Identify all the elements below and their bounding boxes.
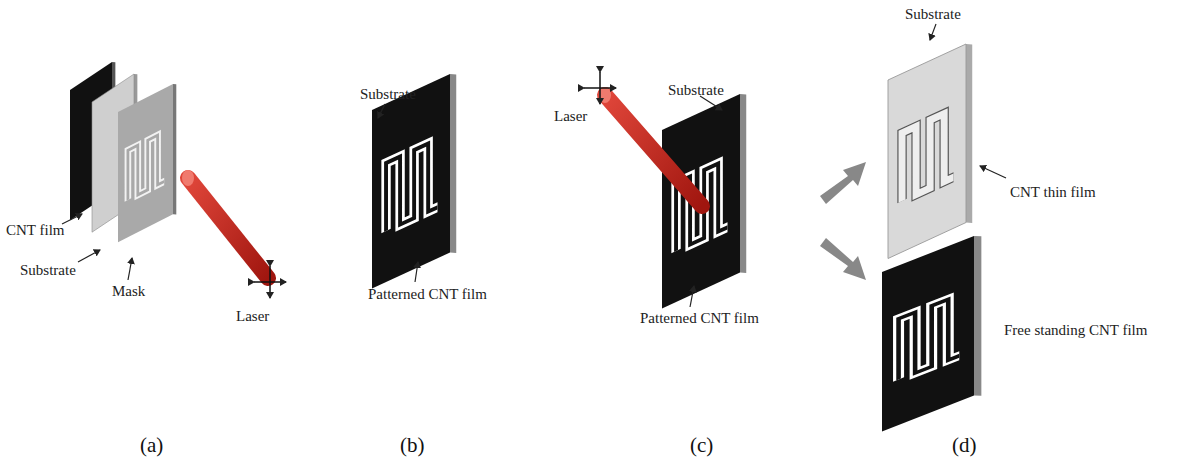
part-label: CNT film xyxy=(6,222,64,239)
part-label: Laser xyxy=(554,108,587,125)
part-label: Laser xyxy=(236,308,269,325)
part-label: Substrate xyxy=(905,6,961,23)
panel-caption: (c) xyxy=(690,434,713,457)
panel-caption: (b) xyxy=(400,434,425,457)
part-label: Free standing CNT film xyxy=(1004,322,1147,339)
part-label: Patterned CNT film xyxy=(368,286,487,303)
part-label: Patterned CNT film xyxy=(640,310,759,327)
part-label: Substrate xyxy=(20,262,76,279)
panel-caption: (a) xyxy=(140,434,163,457)
panel-caption: (d) xyxy=(952,434,977,457)
part-label: Mask xyxy=(112,283,145,300)
part-label: Substrate xyxy=(360,86,416,103)
part-label: Substrate xyxy=(668,82,724,99)
part-label: CNT thin film xyxy=(1010,184,1096,201)
